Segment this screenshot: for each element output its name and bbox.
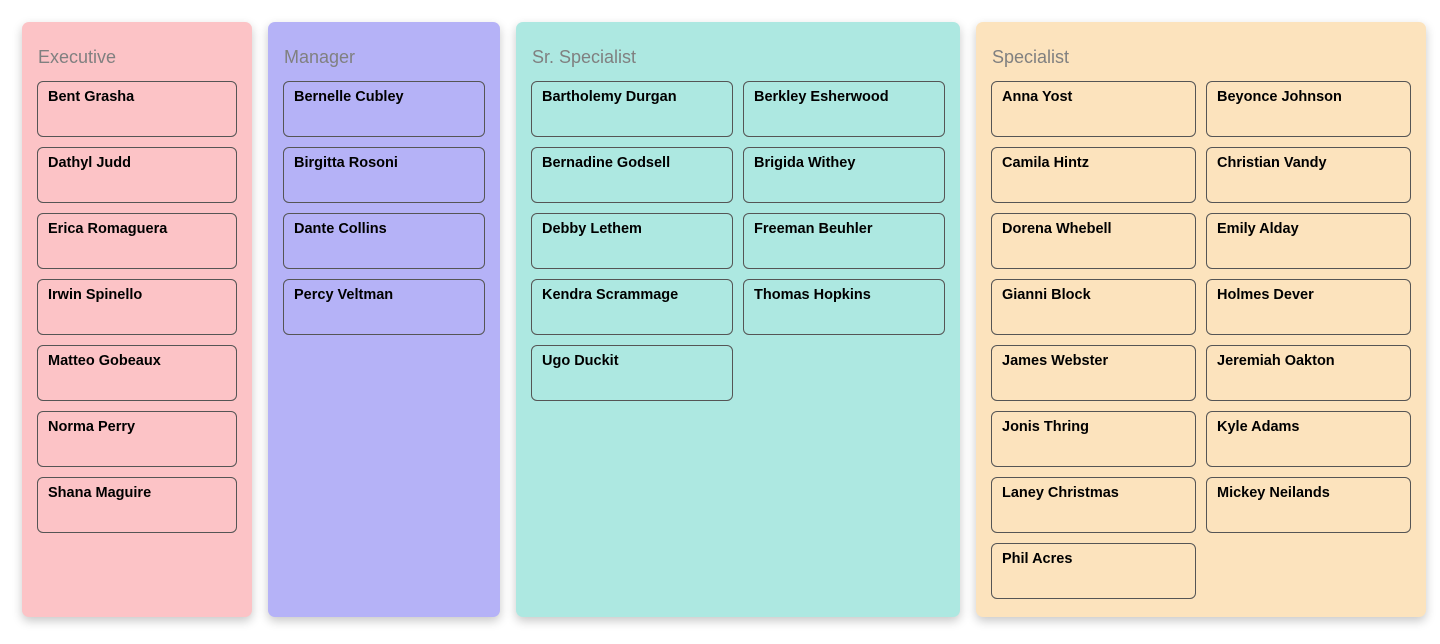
card-title: Thomas Hopkins <box>754 287 871 303</box>
card-mickey-neilands[interactable]: Mickey Neilands <box>1206 477 1411 533</box>
card-title: Debby Lethem <box>542 221 642 237</box>
card-title: Percy Veltman <box>294 287 394 303</box>
card-percy-veltman[interactable]: Percy Veltman <box>283 279 485 335</box>
card-bartholemy-durgan[interactable]: Bartholemy Durgan <box>531 81 733 137</box>
card-beyonce-johnson[interactable]: Beyonce Johnson <box>1206 81 1411 137</box>
card-title: James Webster <box>1002 353 1109 369</box>
card-bernadine-godsell[interactable]: Bernadine Godsell <box>531 147 733 203</box>
card-james-webster[interactable]: James Webster <box>991 345 1196 401</box>
card-holmes-dever[interactable]: Holmes Dever <box>1206 279 1411 335</box>
card-title: Irwin Spinello <box>48 287 143 303</box>
card-title: Camila Hintz <box>1002 155 1090 171</box>
card-christian-vandy[interactable]: Christian Vandy <box>1206 147 1411 203</box>
card-title: Kendra Scrammage <box>542 287 679 303</box>
card-title: Birgitta Rosoni <box>294 155 398 171</box>
card-title: Bent Grasha <box>48 89 135 105</box>
card-title: Beyonce Johnson <box>1217 89 1342 105</box>
card-title: Anna Yost <box>1002 89 1073 105</box>
card-irwin-spinello[interactable]: Irwin Spinello <box>37 279 237 335</box>
column-title-manager: Manager <box>284 47 356 67</box>
card-jonis-thring[interactable]: Jonis Thring <box>991 411 1196 467</box>
card-kyle-adams[interactable]: Kyle Adams <box>1206 411 1411 467</box>
card-thomas-hopkins[interactable]: Thomas Hopkins <box>743 279 945 335</box>
card-jeremiah-oakton[interactable]: Jeremiah Oakton <box>1206 345 1411 401</box>
card-title: Gianni Block <box>1002 287 1091 303</box>
card-title: Berkley Esherwood <box>754 89 889 105</box>
column-title-specialist: Specialist <box>992 47 1070 67</box>
column-title-executive: Executive <box>38 47 117 67</box>
card-laney-christmas[interactable]: Laney Christmas <box>991 477 1196 533</box>
card-title: Holmes Dever <box>1217 287 1314 303</box>
card-ugo-duckit[interactable]: Ugo Duckit <box>531 345 733 401</box>
card-emily-alday[interactable]: Emily Alday <box>1206 213 1411 269</box>
card-dathyl-judd[interactable]: Dathyl Judd <box>37 147 237 203</box>
card-norma-perry[interactable]: Norma Perry <box>37 411 237 467</box>
card-kendra-scrammage[interactable]: Kendra Scrammage <box>531 279 733 335</box>
card-title: Matteo Gobeaux <box>48 353 161 369</box>
card-title: Kyle Adams <box>1217 419 1300 435</box>
card-shana-maguire[interactable]: Shana Maguire <box>37 477 237 533</box>
card-matteo-gobeaux[interactable]: Matteo Gobeaux <box>37 345 237 401</box>
card-title: Freeman Beuhler <box>754 221 873 237</box>
card-title: Mickey Neilands <box>1217 485 1330 501</box>
card-berkley-esherwood[interactable]: Berkley Esherwood <box>743 81 945 137</box>
card-gianni-block[interactable]: Gianni Block <box>991 279 1196 335</box>
card-title: Norma Perry <box>48 419 136 435</box>
card-title: Ugo Duckit <box>542 353 619 369</box>
card-erica-romaguera[interactable]: Erica Romaguera <box>37 213 237 269</box>
card-birgitta-rosoni[interactable]: Birgitta Rosoni <box>283 147 485 203</box>
card-title: Bernelle Cubley <box>294 89 404 105</box>
card-title: Bartholemy Durgan <box>542 89 677 105</box>
card-debby-lethem[interactable]: Debby Lethem <box>531 213 733 269</box>
card-anna-yost[interactable]: Anna Yost <box>991 81 1196 137</box>
card-freeman-beuhler[interactable]: Freeman Beuhler <box>743 213 945 269</box>
card-title: Laney Christmas <box>1002 485 1119 501</box>
card-title: Dorena Whebell <box>1002 221 1112 237</box>
card-title: Shana Maguire <box>48 485 152 501</box>
card-title: Dathyl Judd <box>48 155 131 171</box>
card-title: Erica Romaguera <box>48 221 168 237</box>
column-title-sr-specialist: Sr. Specialist <box>532 47 637 67</box>
card-dante-collins[interactable]: Dante Collins <box>283 213 485 269</box>
card-brigida-withey[interactable]: Brigida Withey <box>743 147 945 203</box>
card-phil-acres[interactable]: Phil Acres <box>991 543 1196 599</box>
card-title: Dante Collins <box>294 221 387 237</box>
card-bernelle-cubley[interactable]: Bernelle Cubley <box>283 81 485 137</box>
card-title: Phil Acres <box>1002 551 1073 567</box>
card-title: Emily Alday <box>1217 221 1299 237</box>
card-title: Bernadine Godsell <box>542 155 671 171</box>
card-dorena-whebell[interactable]: Dorena Whebell <box>991 213 1196 269</box>
card-bent-grasha[interactable]: Bent Grasha <box>37 81 237 137</box>
card-title: Brigida Withey <box>754 155 856 171</box>
card-title: Christian Vandy <box>1217 155 1327 171</box>
card-title: Jeremiah Oakton <box>1217 353 1335 369</box>
card-camila-hintz[interactable]: Camila Hintz <box>991 147 1196 203</box>
card-title: Jonis Thring <box>1002 419 1089 435</box>
